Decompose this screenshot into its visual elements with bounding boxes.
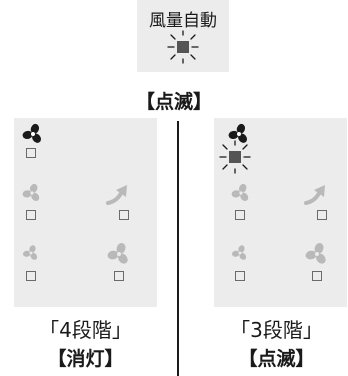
arrow-up-icon <box>304 185 325 205</box>
fan-icon <box>22 245 38 260</box>
arrow-up-icon <box>106 185 127 205</box>
panel-3-steps <box>214 118 347 307</box>
fan-level-4 <box>219 123 272 183</box>
right-steps-label: 「3段階」 <box>230 318 323 342</box>
left-steps-label: 「4段階」 <box>39 318 132 342</box>
fan-icon <box>231 183 249 201</box>
indicator-box <box>317 210 327 220</box>
indicator-box <box>26 148 36 158</box>
indicator-box <box>26 210 36 220</box>
indicator-box <box>26 271 36 281</box>
fan-icon <box>231 245 247 260</box>
fan-icon <box>22 183 40 201</box>
panel-4-steps <box>14 118 157 307</box>
fan-level-1 <box>231 244 261 284</box>
blinking-indicator-icon <box>219 140 251 174</box>
fan-level-4 <box>22 123 52 163</box>
indicator-box <box>312 271 322 281</box>
fan-level-3 <box>231 183 261 223</box>
indicator-box <box>119 210 129 220</box>
fan-icon <box>107 242 128 264</box>
divider <box>177 121 179 376</box>
indicator-box <box>235 210 245 220</box>
powerful-mode <box>304 183 334 223</box>
fan-icon <box>228 123 247 143</box>
fan-icon <box>305 242 326 264</box>
fan-level-2 <box>305 242 335 282</box>
fan-level-3 <box>22 183 52 223</box>
blinking-indicator-icon <box>167 30 199 64</box>
fan-level-1 <box>22 244 52 284</box>
fan-icon <box>22 123 41 143</box>
fan-level-2 <box>107 242 137 282</box>
auto-status-label: 【点滅】 <box>135 91 212 113</box>
auto-fan-speed-indicator: 風量自動 <box>137 0 229 72</box>
indicator-box <box>114 271 124 281</box>
auto-fan-speed-label: 風量自動 <box>149 11 217 31</box>
left-status-label: 【消灯】 <box>47 348 124 370</box>
powerful-mode <box>106 183 136 223</box>
right-status-label: 【点滅】 <box>238 348 315 370</box>
indicator-box <box>235 271 245 281</box>
